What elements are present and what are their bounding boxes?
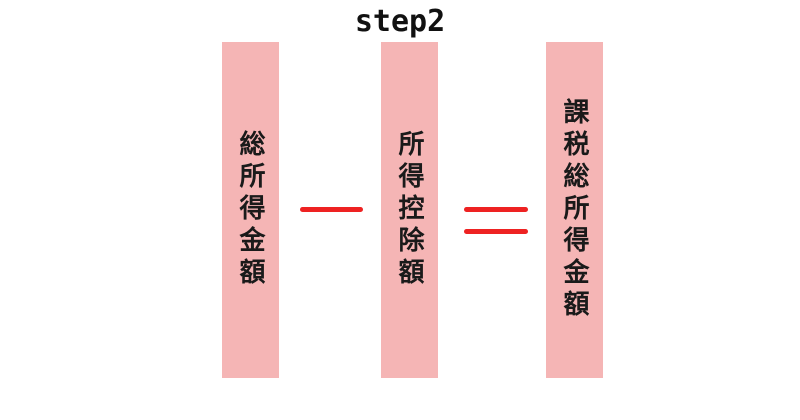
- income-deduction-box: 所得控除額: [381, 42, 438, 378]
- diagram-title: step2: [354, 4, 446, 39]
- minus-sign: [300, 207, 363, 212]
- taxable-income-box: 課税総所得金額: [546, 42, 603, 378]
- equals-sign-top-bar: [464, 207, 528, 212]
- income-deduction-label: 所得控除額: [394, 130, 424, 290]
- equals-sign-bottom-bar: [464, 229, 528, 234]
- taxable-income-label: 課税総所得金額: [559, 98, 589, 322]
- total-income-box: 総所得金額: [222, 42, 279, 378]
- total-income-label: 総所得金額: [235, 130, 265, 290]
